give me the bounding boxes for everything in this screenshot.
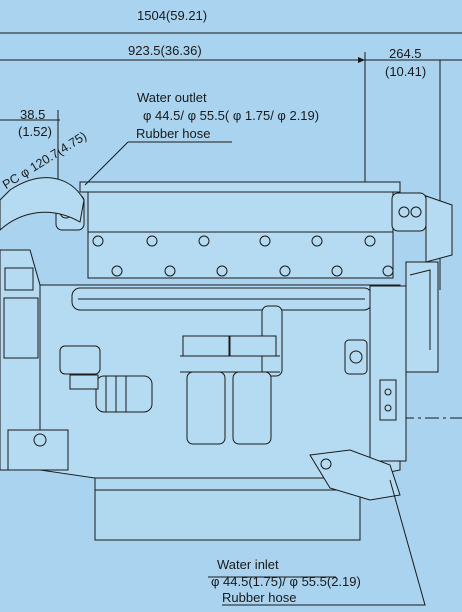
water-outlet-pipe	[0, 177, 85, 231]
block-length-label: 923.5(36.36)	[128, 43, 202, 58]
water-inlet-hose: Rubber hose	[222, 590, 297, 605]
water-inlet-size: φ 44.5(1.75)/ φ 55.5(2.19)	[211, 574, 361, 589]
overall-length-label: 1504(59.21)	[137, 8, 208, 23]
water-outlet-title: Water outlet	[137, 90, 207, 105]
bolt-row-top	[92, 235, 376, 247]
oil-filter-right	[229, 335, 277, 357]
water-inlet-housing	[309, 449, 401, 501]
bolt-row-bottom	[111, 265, 394, 277]
oil-pan	[94, 477, 361, 541]
oil-filter-left	[182, 335, 230, 357]
front-offset-mm-label: 38.5	[20, 107, 46, 122]
starter-motor	[59, 345, 101, 375]
water-outlet-hose: Rubber hose	[136, 126, 211, 141]
rear-offset-in-label: (10.41)	[385, 64, 427, 79]
aftercooler	[369, 285, 407, 462]
front-offset-in-label: (1.52)	[18, 124, 52, 139]
rear-offset-mm-label: 264.5	[389, 46, 422, 61]
water-inlet-title: Water inlet	[217, 557, 279, 572]
inlet-leader	[222, 479, 426, 606]
water-outlet-size: φ 44.5/ φ 55.5( φ 1.75/ φ 2.19)	[143, 108, 320, 123]
